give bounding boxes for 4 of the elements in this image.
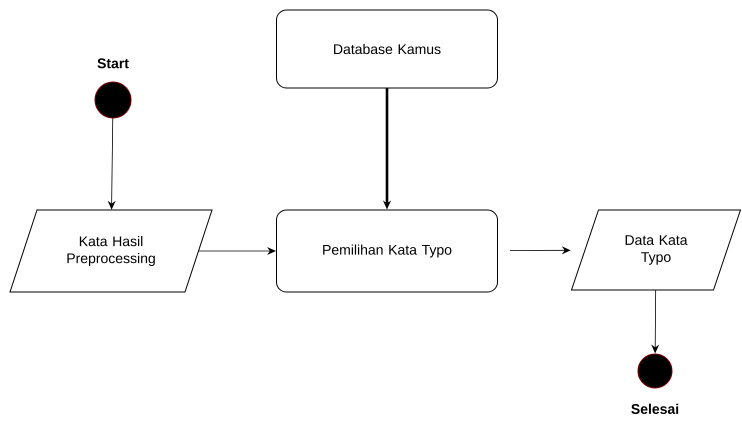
process-box: Pemilihan Kata Typo [276, 210, 498, 292]
node-label: Selesai [631, 404, 678, 414]
process-box: Database Kamus [276, 10, 498, 88]
node-label: Start [97, 58, 129, 68]
